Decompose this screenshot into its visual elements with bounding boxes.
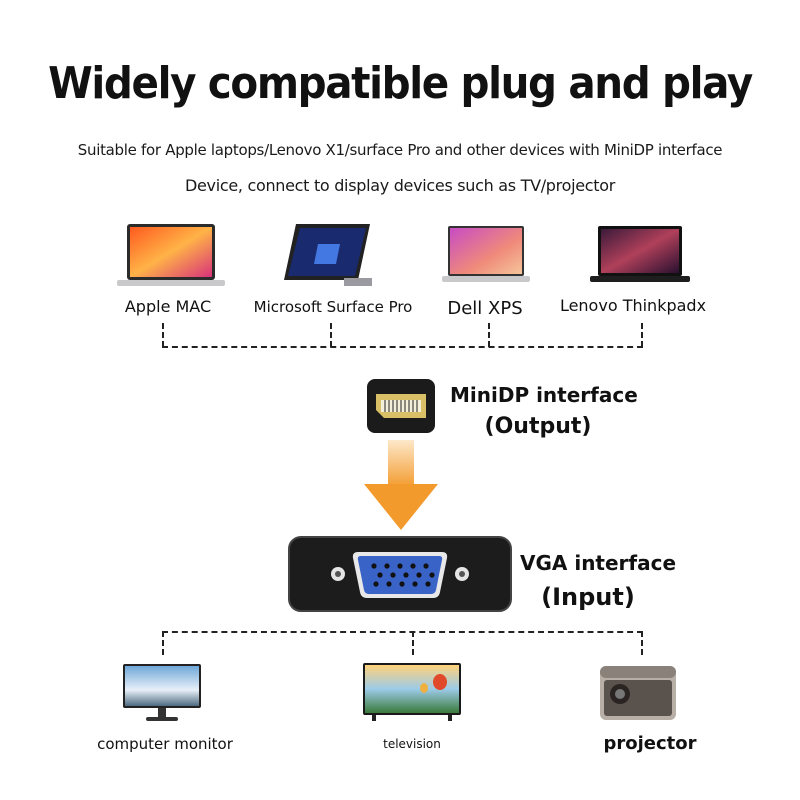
output-label-monitor: computer monitor bbox=[97, 735, 233, 753]
connector-line bbox=[641, 323, 643, 347]
laptop-icon bbox=[442, 226, 530, 282]
subtitle-line-2: Device, connect to display devices such … bbox=[184, 176, 616, 195]
vga-sublabel: (Input) bbox=[541, 583, 635, 611]
projector-icon bbox=[600, 666, 676, 720]
minidp-sublabel: (Output) bbox=[484, 414, 592, 439]
connector-line bbox=[488, 323, 490, 347]
vga-adapter-icon bbox=[288, 536, 512, 612]
laptop-icon bbox=[117, 224, 225, 286]
minidp-label: MiniDP interface bbox=[450, 383, 638, 407]
connector-line bbox=[412, 631, 414, 655]
monitor-icon bbox=[123, 664, 201, 721]
minidp-port-icon bbox=[367, 379, 435, 433]
page-title: Widely compatible plug and play bbox=[48, 58, 753, 109]
device-label-surface-pro: Microsoft Surface Pro bbox=[253, 298, 413, 316]
tablet-icon bbox=[284, 224, 372, 286]
output-label-projector: projector bbox=[603, 733, 697, 754]
connector-line bbox=[641, 631, 643, 655]
device-label-lenovo: Lenovo Thinkpadx bbox=[559, 296, 707, 315]
connector-line bbox=[162, 346, 643, 348]
connector-line bbox=[162, 631, 164, 655]
subtitle-line-1: Suitable for Apple laptops/Lenovo X1/sur… bbox=[77, 141, 723, 159]
connector-line bbox=[162, 631, 643, 633]
device-label-dell-xps: Dell XPS bbox=[447, 298, 523, 319]
arrow-down-icon bbox=[364, 440, 438, 530]
connector-line bbox=[162, 323, 164, 347]
device-label-apple-mac: Apple MAC bbox=[124, 297, 212, 316]
output-label-television: television bbox=[383, 737, 441, 751]
vga-label: VGA interface bbox=[520, 551, 677, 575]
connector-line bbox=[330, 323, 332, 347]
laptop-icon bbox=[590, 226, 690, 282]
tv-icon bbox=[363, 663, 461, 721]
